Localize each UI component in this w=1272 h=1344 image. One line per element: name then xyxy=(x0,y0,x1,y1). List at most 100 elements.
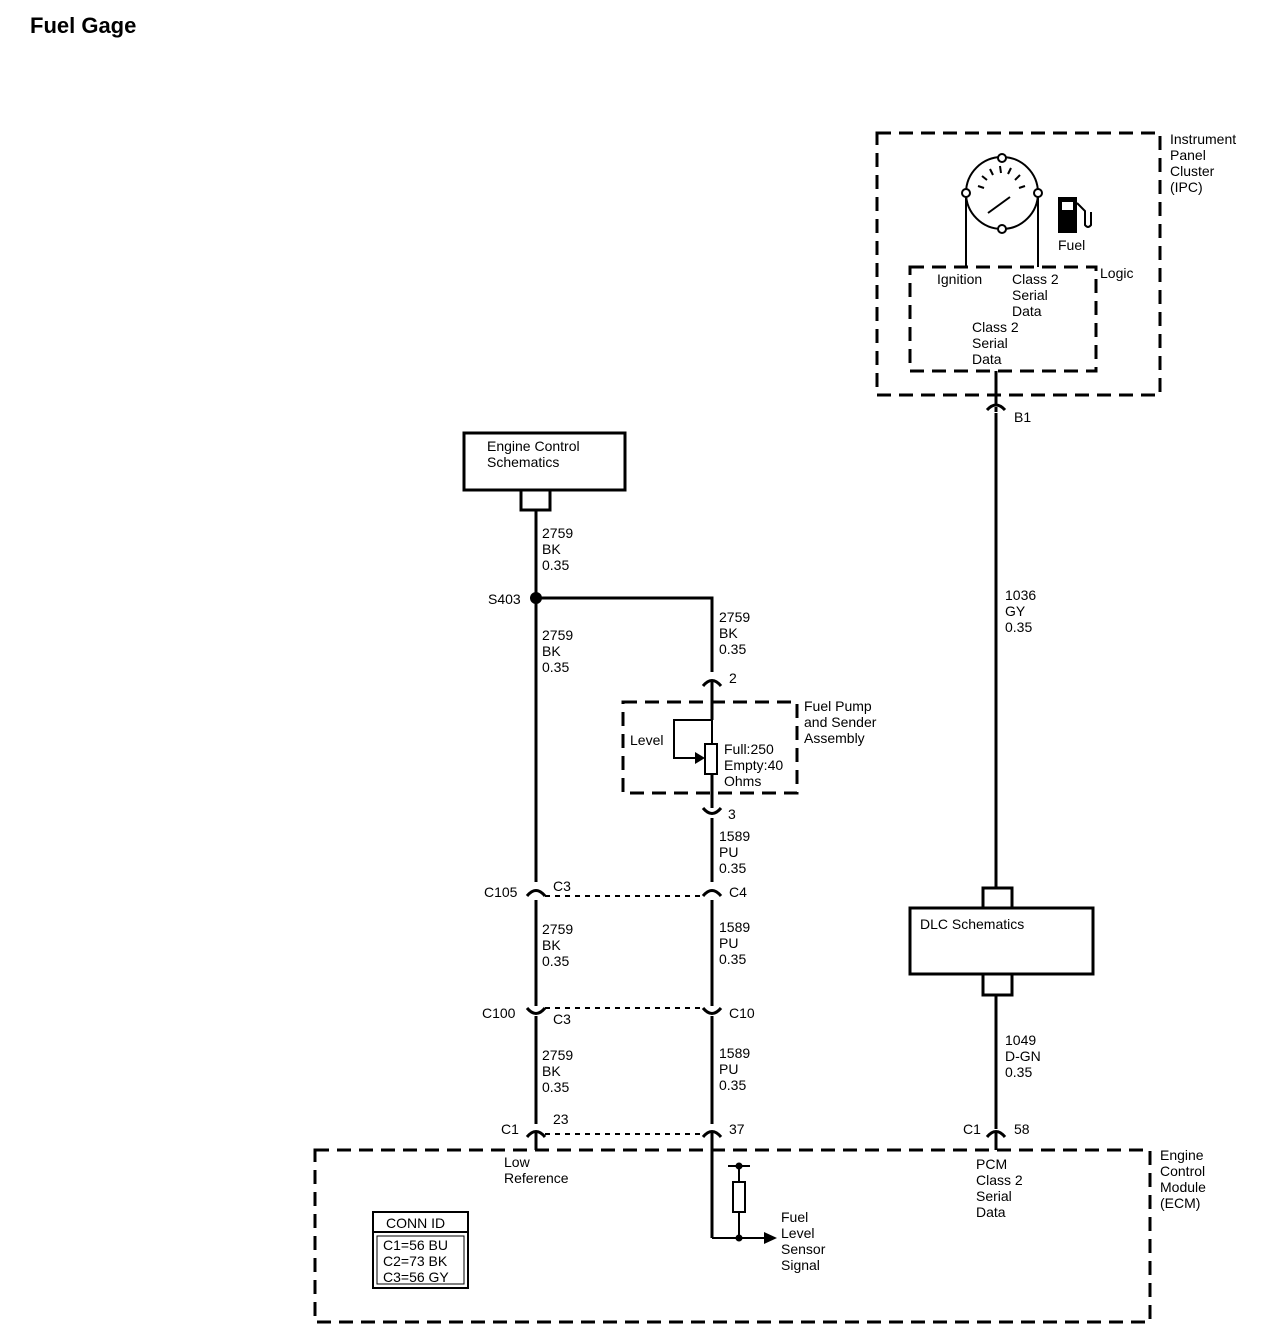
label-line: 2759 xyxy=(542,1047,573,1063)
ipc-logic-label: Logic xyxy=(1100,265,1133,281)
label-line: 1036 xyxy=(1005,587,1036,603)
label-line: BK xyxy=(542,937,561,953)
dlc-schematics-label: DLC Schematics xyxy=(920,916,1024,932)
fuel-icon-label: Fuel xyxy=(1058,237,1085,253)
label-line: (ECM) xyxy=(1160,1195,1200,1211)
wire-label-1036-gy: 1036 GY 0.35 xyxy=(1005,587,1036,635)
label-line: D-GN xyxy=(1005,1048,1041,1064)
label-line: Fuel Pump xyxy=(804,698,872,714)
connector-b1-label: B1 xyxy=(1014,409,1031,425)
engine-control-schematics-box[interactable] xyxy=(462,431,627,492)
label-line: Serial xyxy=(972,335,1008,351)
label-line: 0.35 xyxy=(542,659,569,675)
pullup-resistor-icon xyxy=(732,1181,746,1213)
connector-c1-right-label: C1 xyxy=(963,1121,981,1137)
label-line: Control xyxy=(1160,1163,1205,1179)
connector-c105-pin-label: C3 xyxy=(553,878,571,894)
connector-c1-58-symbol xyxy=(985,1130,1007,1139)
label-line: 1589 xyxy=(719,1045,750,1061)
ipc-ignition-label: Ignition xyxy=(937,271,982,287)
label-line: 2759 xyxy=(719,609,750,625)
label-line: 2759 xyxy=(542,525,573,541)
label-line: 0.35 xyxy=(1005,619,1032,635)
label-line: Full:250 xyxy=(724,741,774,757)
sender-spec-label: Full:250 Empty:40 Ohms xyxy=(724,741,783,789)
label-line: Module xyxy=(1160,1179,1206,1195)
label-line: 1049 xyxy=(1005,1032,1036,1048)
ecm-pcm-class2-label: PCM Class 2 Serial Data xyxy=(976,1156,1023,1220)
connector-pin-58-label: 58 xyxy=(1014,1121,1030,1137)
connector-c105-label: C105 xyxy=(484,884,518,900)
fuel-pump-sender-assembly: Fuel Pump and Sender Assembly Level Full… xyxy=(621,698,877,800)
label-line: Serial xyxy=(1012,287,1048,303)
sender-resistor-icon xyxy=(704,743,718,775)
connector-pin-2-label: 2 xyxy=(729,670,737,686)
conn-id-row: C2=73 BK xyxy=(383,1253,448,1269)
connector-pin-3-label: 3 xyxy=(728,806,736,822)
ipc-class2-lower-label: Class 2 Serial Data xyxy=(972,319,1019,367)
connector-c100-pin-label: C3 xyxy=(553,1011,571,1027)
label-line: 0.35 xyxy=(719,951,746,967)
ipc-boundary xyxy=(875,131,1162,397)
ipc-name-line: Panel xyxy=(1170,147,1206,163)
label-line: Class 2 xyxy=(976,1172,1023,1188)
connector-pin-2-symbol xyxy=(701,679,723,688)
ecm-boundary xyxy=(313,1148,1152,1324)
dlc-schematics-box[interactable] xyxy=(908,906,1095,976)
label-line: PU xyxy=(719,1061,738,1077)
conn-id-row: C3=56 GY xyxy=(383,1269,449,1285)
signal-arrow-icon xyxy=(764,1232,777,1244)
label-line: Ohms xyxy=(724,773,761,789)
fuel-pump-name-label: Fuel Pump and Sender Assembly xyxy=(804,698,877,746)
wire-label-1589-pu-mid: 1589 PU 0.35 xyxy=(719,919,750,967)
label-line: Data xyxy=(972,351,1002,367)
connector-pin-23-label: 23 xyxy=(553,1111,569,1127)
conn-id-row: C1=56 BU xyxy=(383,1237,448,1253)
engine-control-module: Engine Control Module (ECM) Low Referenc… xyxy=(313,1147,1206,1324)
conn-id-table: CONN ID C1=56 BU C2=73 BK C3=56 GY xyxy=(372,1211,469,1289)
ipc-logic-box xyxy=(908,265,1098,373)
connector-c100-label: C100 xyxy=(482,1005,516,1021)
label-line: 0.35 xyxy=(719,1077,746,1093)
label-line: Class 2 xyxy=(972,319,1019,335)
label-line: 1589 xyxy=(719,828,750,844)
conn-id-header: CONN ID xyxy=(386,1215,445,1231)
wire-label-2759-bk-upper: 2759 BK 0.35 xyxy=(542,525,573,573)
connector-pin-37-label: 37 xyxy=(729,1121,745,1137)
label-line: Engine Control xyxy=(487,438,580,454)
wire-label-2759-bk-mid: 2759 BK 0.35 xyxy=(542,921,573,969)
label-line: Reference xyxy=(504,1170,569,1186)
label-line: 0.35 xyxy=(719,860,746,876)
page-title: Fuel Gage xyxy=(30,13,136,38)
label-line: 0.35 xyxy=(719,641,746,657)
connector-c100-c3-symbol xyxy=(525,1006,547,1015)
label-line: Level xyxy=(781,1225,814,1241)
label-line: BK xyxy=(542,1063,561,1079)
label-line: PU xyxy=(719,935,738,951)
label-line: BK xyxy=(542,541,561,557)
ecm-fuel-level-signal-label: Fuel Level Sensor Signal xyxy=(781,1209,826,1273)
label-line: Data xyxy=(976,1204,1006,1220)
label-line: Serial xyxy=(976,1188,1012,1204)
ecm-low-reference-label: Low Reference xyxy=(504,1154,569,1186)
connector-c1-37-symbol xyxy=(701,1130,723,1139)
ipc-name-line: Cluster xyxy=(1170,163,1215,179)
label-line: and Sender xyxy=(804,714,877,730)
instrument-panel-cluster: Instrument Panel Cluster (IPC) xyxy=(875,131,1236,397)
wire-label-1589-pu-upper: 1589 PU 0.35 xyxy=(719,828,750,876)
wire-2759-bk-branch xyxy=(536,596,714,672)
label-line: GY xyxy=(1005,603,1026,619)
ipc-name-line: (IPC) xyxy=(1170,179,1203,195)
connector-pin-3-symbol xyxy=(701,806,723,815)
connector-c4-pin-label: C4 xyxy=(729,884,747,900)
label-line: 0.35 xyxy=(542,1079,569,1095)
label-line: 0.35 xyxy=(542,953,569,969)
label-line: Fuel xyxy=(781,1209,808,1225)
label-line: 1589 xyxy=(719,919,750,935)
label-line: BK xyxy=(719,625,738,641)
label-line: Class 2 xyxy=(1012,271,1059,287)
connector-c105-c3-symbol xyxy=(525,889,547,898)
splice-s403-label: S403 xyxy=(488,591,521,607)
ecm-name-label: Engine Control Module (ECM) xyxy=(1160,1147,1206,1211)
label-line: Data xyxy=(1012,303,1042,319)
